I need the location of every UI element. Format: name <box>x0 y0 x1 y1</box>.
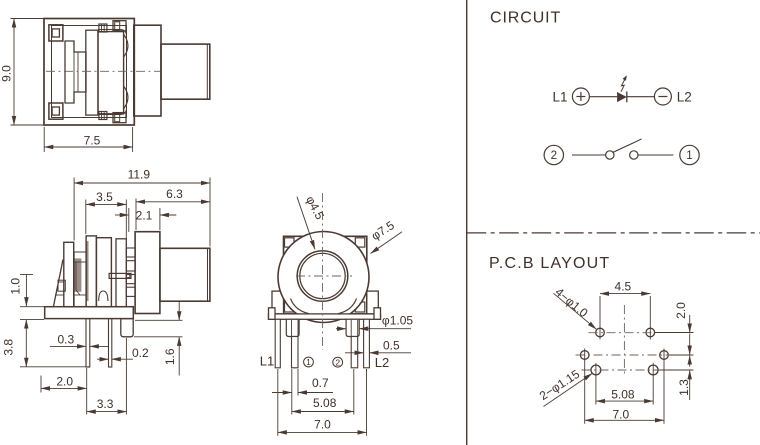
svg-text:2.0: 2.0 <box>56 374 73 388</box>
svg-text:3.3: 3.3 <box>97 397 114 411</box>
svg-text:1.6: 1.6 <box>163 348 177 365</box>
svg-text:L1: L1 <box>552 90 567 105</box>
svg-text:CIRCUIT: CIRCUIT <box>490 9 561 26</box>
svg-text:L2: L2 <box>677 90 692 105</box>
svg-text:P.C.B LAYOUT: P.C.B LAYOUT <box>489 255 610 272</box>
svg-text:2: 2 <box>335 357 340 367</box>
svg-text:7.0: 7.0 <box>612 407 629 421</box>
svg-text:7.0: 7.0 <box>314 418 331 432</box>
svg-text:φ1.05: φ1.05 <box>382 314 413 328</box>
svg-text:0.5: 0.5 <box>383 339 400 353</box>
svg-text:5.08: 5.08 <box>611 388 635 402</box>
svg-text:2.1: 2.1 <box>136 208 153 222</box>
svg-text:3.8: 3.8 <box>2 339 16 356</box>
svg-text:L2: L2 <box>375 355 389 370</box>
svg-text:0.3: 0.3 <box>57 332 74 346</box>
svg-text:6.3: 6.3 <box>166 187 183 201</box>
svg-text:7.5: 7.5 <box>84 133 101 147</box>
svg-text:1: 1 <box>306 357 311 367</box>
svg-text:0.7: 0.7 <box>312 376 329 390</box>
svg-text:4.5: 4.5 <box>615 280 632 294</box>
svg-text:3.5: 3.5 <box>96 190 113 204</box>
svg-text:2.0: 2.0 <box>674 302 688 319</box>
svg-text:9.0: 9.0 <box>0 65 14 82</box>
svg-text:1: 1 <box>686 150 692 162</box>
svg-text:11.9: 11.9 <box>128 168 151 182</box>
svg-text:0.2: 0.2 <box>132 346 149 360</box>
svg-text:1.0: 1.0 <box>9 278 23 295</box>
svg-text:2: 2 <box>551 150 557 162</box>
svg-text:5.08: 5.08 <box>313 396 337 410</box>
svg-text:L1: L1 <box>260 353 274 368</box>
svg-text:1.3: 1.3 <box>677 379 691 396</box>
